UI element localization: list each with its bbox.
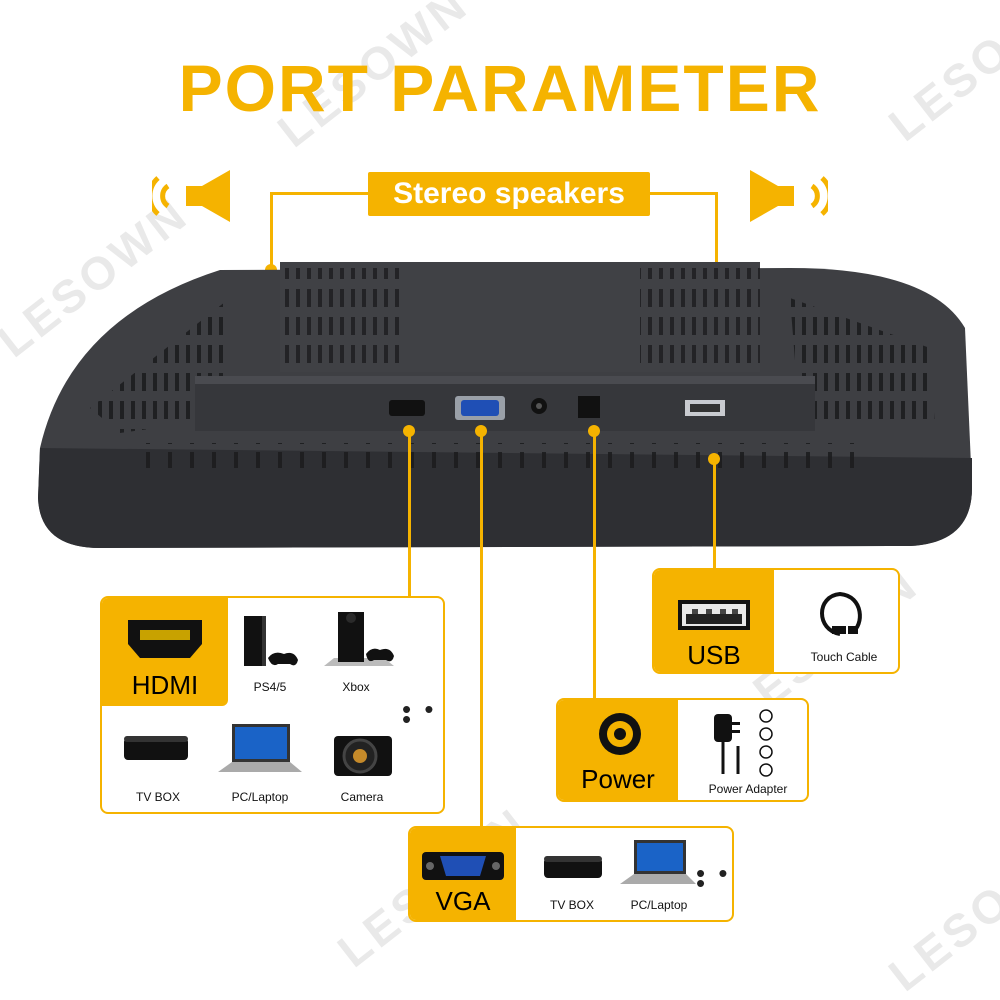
monitor-back-image bbox=[38, 262, 972, 548]
speaker-left-icon bbox=[152, 170, 230, 222]
device-label: Touch Cable bbox=[810, 650, 878, 664]
tv-box-icon bbox=[544, 856, 602, 878]
power-jack-icon bbox=[599, 713, 641, 755]
hdmi-panel: HDMI PS4/5 Xbox • • • TV BOX PC/Laptop C… bbox=[100, 596, 445, 814]
device-label: PS4/5 bbox=[253, 680, 287, 694]
more-devices-icon: • • • bbox=[402, 694, 437, 734]
page-title: PORT PARAMETER bbox=[178, 51, 822, 125]
device-label: PC/Laptop bbox=[630, 898, 688, 912]
camera-icon bbox=[334, 736, 392, 776]
speaker-right-icon bbox=[750, 170, 828, 222]
stereo-speakers-label: Stereo speakers bbox=[368, 172, 650, 216]
vga-port-icon bbox=[422, 852, 504, 880]
hdmi-label: HDMI bbox=[131, 670, 199, 700]
device-label: Xbox bbox=[342, 680, 370, 694]
vga-panel: VGA TV BOX PC/Laptop • • • bbox=[408, 826, 734, 922]
tv-box-icon bbox=[124, 736, 188, 760]
usb-panel: USB Touch Cable bbox=[652, 568, 900, 674]
more-devices-icon: • • • bbox=[696, 858, 731, 898]
device-label: PC/Laptop bbox=[231, 790, 289, 804]
device-label: TV BOX bbox=[135, 790, 180, 804]
xbox-console-icon bbox=[324, 612, 394, 666]
usb-label: USB bbox=[687, 640, 741, 670]
hdmi-port-icon bbox=[128, 620, 202, 658]
device-label: Power Adapter bbox=[708, 782, 788, 796]
laptop-icon bbox=[620, 840, 696, 884]
ps4-console-icon bbox=[244, 616, 298, 666]
watermark: LESO bbox=[878, 873, 1000, 1000]
vga-label: VGA bbox=[435, 886, 491, 916]
power-label: Power bbox=[581, 764, 655, 794]
laptop-icon bbox=[218, 724, 302, 772]
touch-cable-icon bbox=[820, 591, 862, 636]
usb-port-icon bbox=[678, 600, 750, 630]
power-adapter-icon bbox=[714, 709, 773, 777]
power-panel: Power Power Adapter bbox=[556, 698, 809, 802]
device-label: Camera bbox=[340, 790, 384, 804]
device-label: TV BOX bbox=[549, 898, 594, 912]
